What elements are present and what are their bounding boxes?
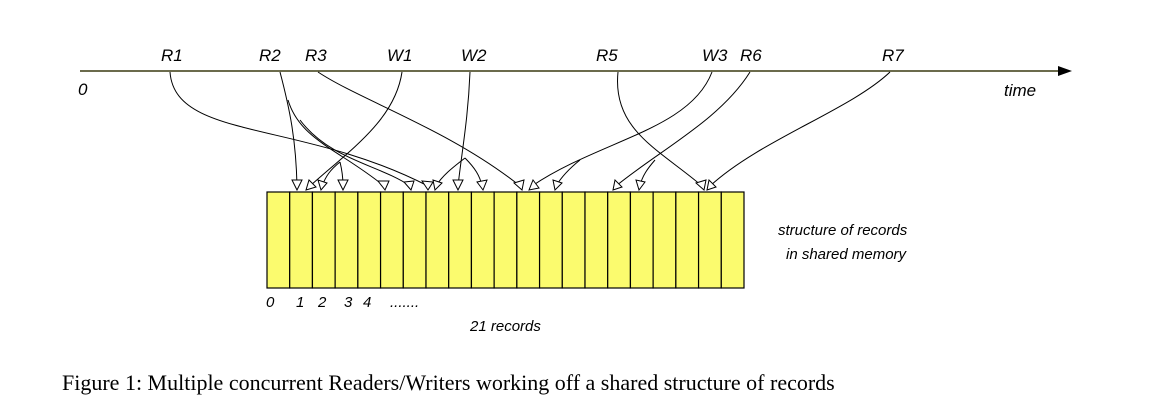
arrowhead-r6 xyxy=(612,178,623,191)
record-cell xyxy=(652,191,677,289)
record-cell xyxy=(379,191,404,289)
record-count-label: 21 records xyxy=(469,318,541,335)
arrowhead-w1b xyxy=(337,179,349,192)
record-cell xyxy=(402,191,427,289)
record-cell xyxy=(493,191,518,289)
arrowhead-r3b xyxy=(402,180,415,191)
record-cell xyxy=(334,191,359,289)
record-cell xyxy=(266,191,291,289)
record-cell xyxy=(470,191,495,289)
arrowhead-w2 xyxy=(452,179,464,192)
record-cell xyxy=(425,191,450,289)
record-cell xyxy=(720,191,745,289)
process-label-r5: R5 xyxy=(596,46,618,65)
arrowhead-w2c xyxy=(476,179,488,192)
record-cell xyxy=(311,191,336,289)
record-cell xyxy=(607,191,632,289)
arrowhead-w3b xyxy=(552,179,563,192)
arrowhead-w3 xyxy=(528,178,540,191)
arrow-r3-to-record-11 xyxy=(317,71,521,187)
record-cell xyxy=(697,191,722,289)
record-cell xyxy=(584,191,609,289)
axis-time-label: time xyxy=(1004,81,1036,100)
process-label-w2: W2 xyxy=(461,46,487,65)
arrowhead-w1c xyxy=(317,179,328,192)
process-label-r6: R6 xyxy=(740,46,762,65)
arrow-r2-to-record-3 xyxy=(287,99,385,187)
arrowhead-w1 xyxy=(305,179,317,191)
arrowhead-r2 xyxy=(291,179,303,192)
process-label-w3: W3 xyxy=(702,46,728,65)
process-label-r2: R2 xyxy=(259,46,281,65)
access-arrows xyxy=(169,71,891,192)
record-index-3: 3 xyxy=(344,294,353,311)
arrowhead-r1 xyxy=(421,180,434,191)
arrow-r3-to-record-6 xyxy=(299,119,411,187)
arrow-w3-to-record-12 xyxy=(531,71,713,187)
record-index-ellipsis: ....... xyxy=(390,294,419,311)
arrow-w2-to-record-8 xyxy=(457,71,471,187)
structure-label-line2: in shared memory xyxy=(786,246,908,263)
record-cell xyxy=(289,191,314,289)
record-cell xyxy=(448,191,473,289)
record-index-2: 2 xyxy=(317,294,327,311)
record-cell xyxy=(629,191,654,289)
arrow-r2-to-record-1 xyxy=(279,71,298,187)
time-axis-arrowhead xyxy=(1058,66,1072,76)
arrow-r6-to-record-15 xyxy=(615,71,751,187)
record-cell xyxy=(561,191,586,289)
record-cell xyxy=(516,191,541,289)
record-index-1: 1 xyxy=(296,294,304,311)
arrowhead-r2b xyxy=(376,180,390,191)
records-structure xyxy=(266,191,745,289)
arrowhead-w2b xyxy=(432,179,443,192)
process-label-r7: R7 xyxy=(882,46,904,65)
arrowhead-r5 xyxy=(694,179,707,191)
record-cell xyxy=(538,191,563,289)
figure-caption: Figure 1: Multiple concurrent Readers/Wr… xyxy=(62,370,835,395)
record-cell xyxy=(357,191,382,289)
axis-origin-label: 0 xyxy=(78,80,88,99)
record-index-0: 0 xyxy=(266,294,275,311)
arrowhead-r7 xyxy=(706,178,717,191)
arrowhead-r6b xyxy=(635,179,646,192)
arrow-w1-to-record-2 xyxy=(309,71,403,187)
arrow-r5-to-record-19 xyxy=(617,71,703,187)
process-label-r3: R3 xyxy=(305,46,327,65)
process-label-r1: R1 xyxy=(161,46,183,65)
arrow-r7-to-record-19 xyxy=(709,71,891,187)
structure-label-line1: structure of records xyxy=(778,222,908,239)
arrow-r1-to-record-7 xyxy=(169,71,429,187)
record-cell xyxy=(675,191,700,289)
arrowhead-r3 xyxy=(512,179,525,191)
record-index-4: 4 xyxy=(363,294,371,311)
process-label-w1: W1 xyxy=(387,46,413,65)
